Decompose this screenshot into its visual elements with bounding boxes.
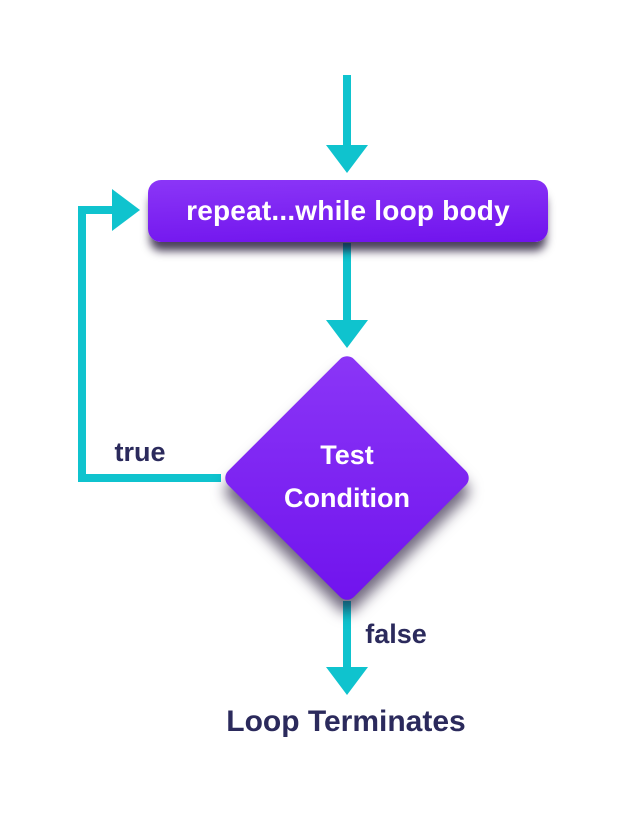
test-label-line2: Condition xyxy=(284,483,410,513)
test-label-line1: Test xyxy=(320,440,374,470)
loop-terminates-text: Loop Terminates xyxy=(226,705,466,738)
false-exit-arrow-icon xyxy=(326,601,368,695)
node-test-condition-label: Test Condition xyxy=(284,434,410,520)
edge-label-true: true xyxy=(114,437,166,467)
edge-label-false: false xyxy=(365,619,427,649)
loopback-true-arrow-icon xyxy=(78,189,221,482)
entry-arrow-icon xyxy=(326,75,368,173)
body-to-test-arrow-icon xyxy=(326,243,368,348)
node-loop-body-label: repeat...while loop body xyxy=(186,195,510,226)
node-loop-body: repeat...while loop body xyxy=(148,180,548,242)
